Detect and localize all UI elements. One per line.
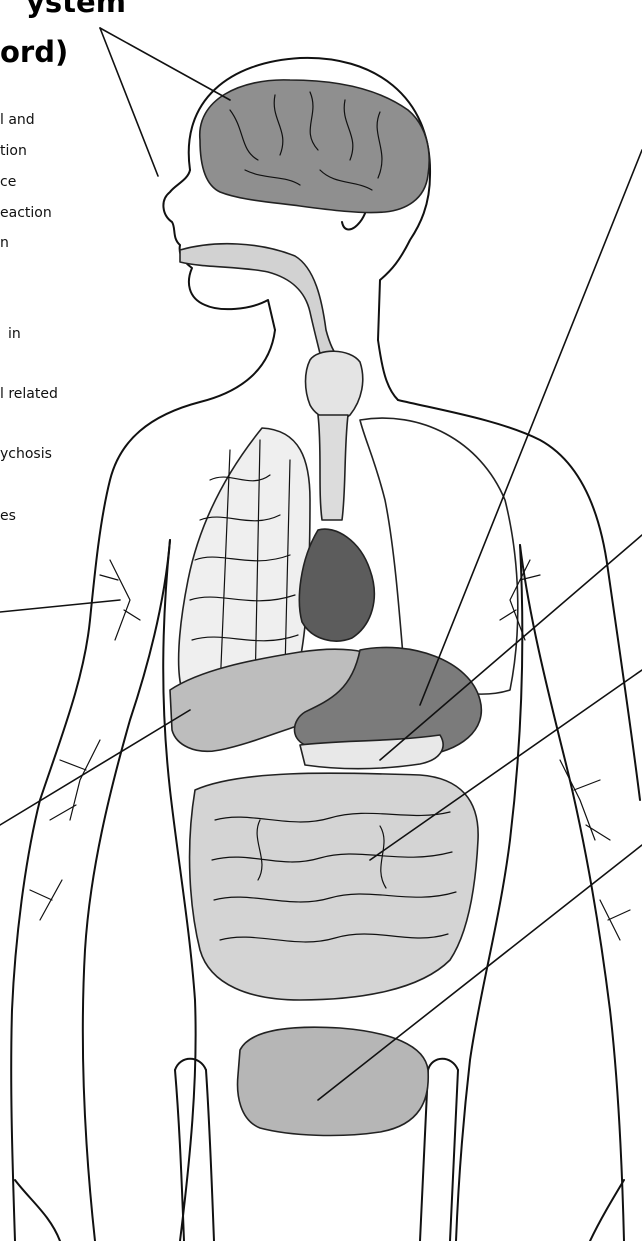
heart bbox=[299, 529, 374, 641]
thyroid bbox=[306, 351, 363, 420]
pointer-lymph bbox=[0, 600, 120, 612]
note-line-4: eaction bbox=[0, 205, 52, 221]
intestines bbox=[190, 773, 479, 1000]
pointer-spine bbox=[100, 28, 158, 176]
note-line-3: ce bbox=[0, 174, 16, 190]
pointer-liver bbox=[0, 710, 190, 825]
brain bbox=[200, 80, 429, 213]
title-line-1: ystem bbox=[26, 0, 126, 19]
pointer-stomach bbox=[420, 150, 642, 705]
note-line-5: n bbox=[0, 235, 9, 251]
note-line-7: l related bbox=[0, 386, 58, 402]
trachea bbox=[318, 415, 348, 520]
note-line-8: ychosis bbox=[0, 446, 52, 462]
note-line-9: es bbox=[0, 508, 16, 524]
note-line-2: tion bbox=[0, 143, 27, 159]
airway bbox=[180, 244, 338, 362]
note-line-1: l and bbox=[0, 112, 35, 128]
bladder bbox=[238, 1027, 429, 1135]
title-line-2: ord) bbox=[0, 35, 68, 69]
pointer-brain bbox=[100, 28, 230, 100]
note-line-6: in bbox=[8, 326, 21, 342]
